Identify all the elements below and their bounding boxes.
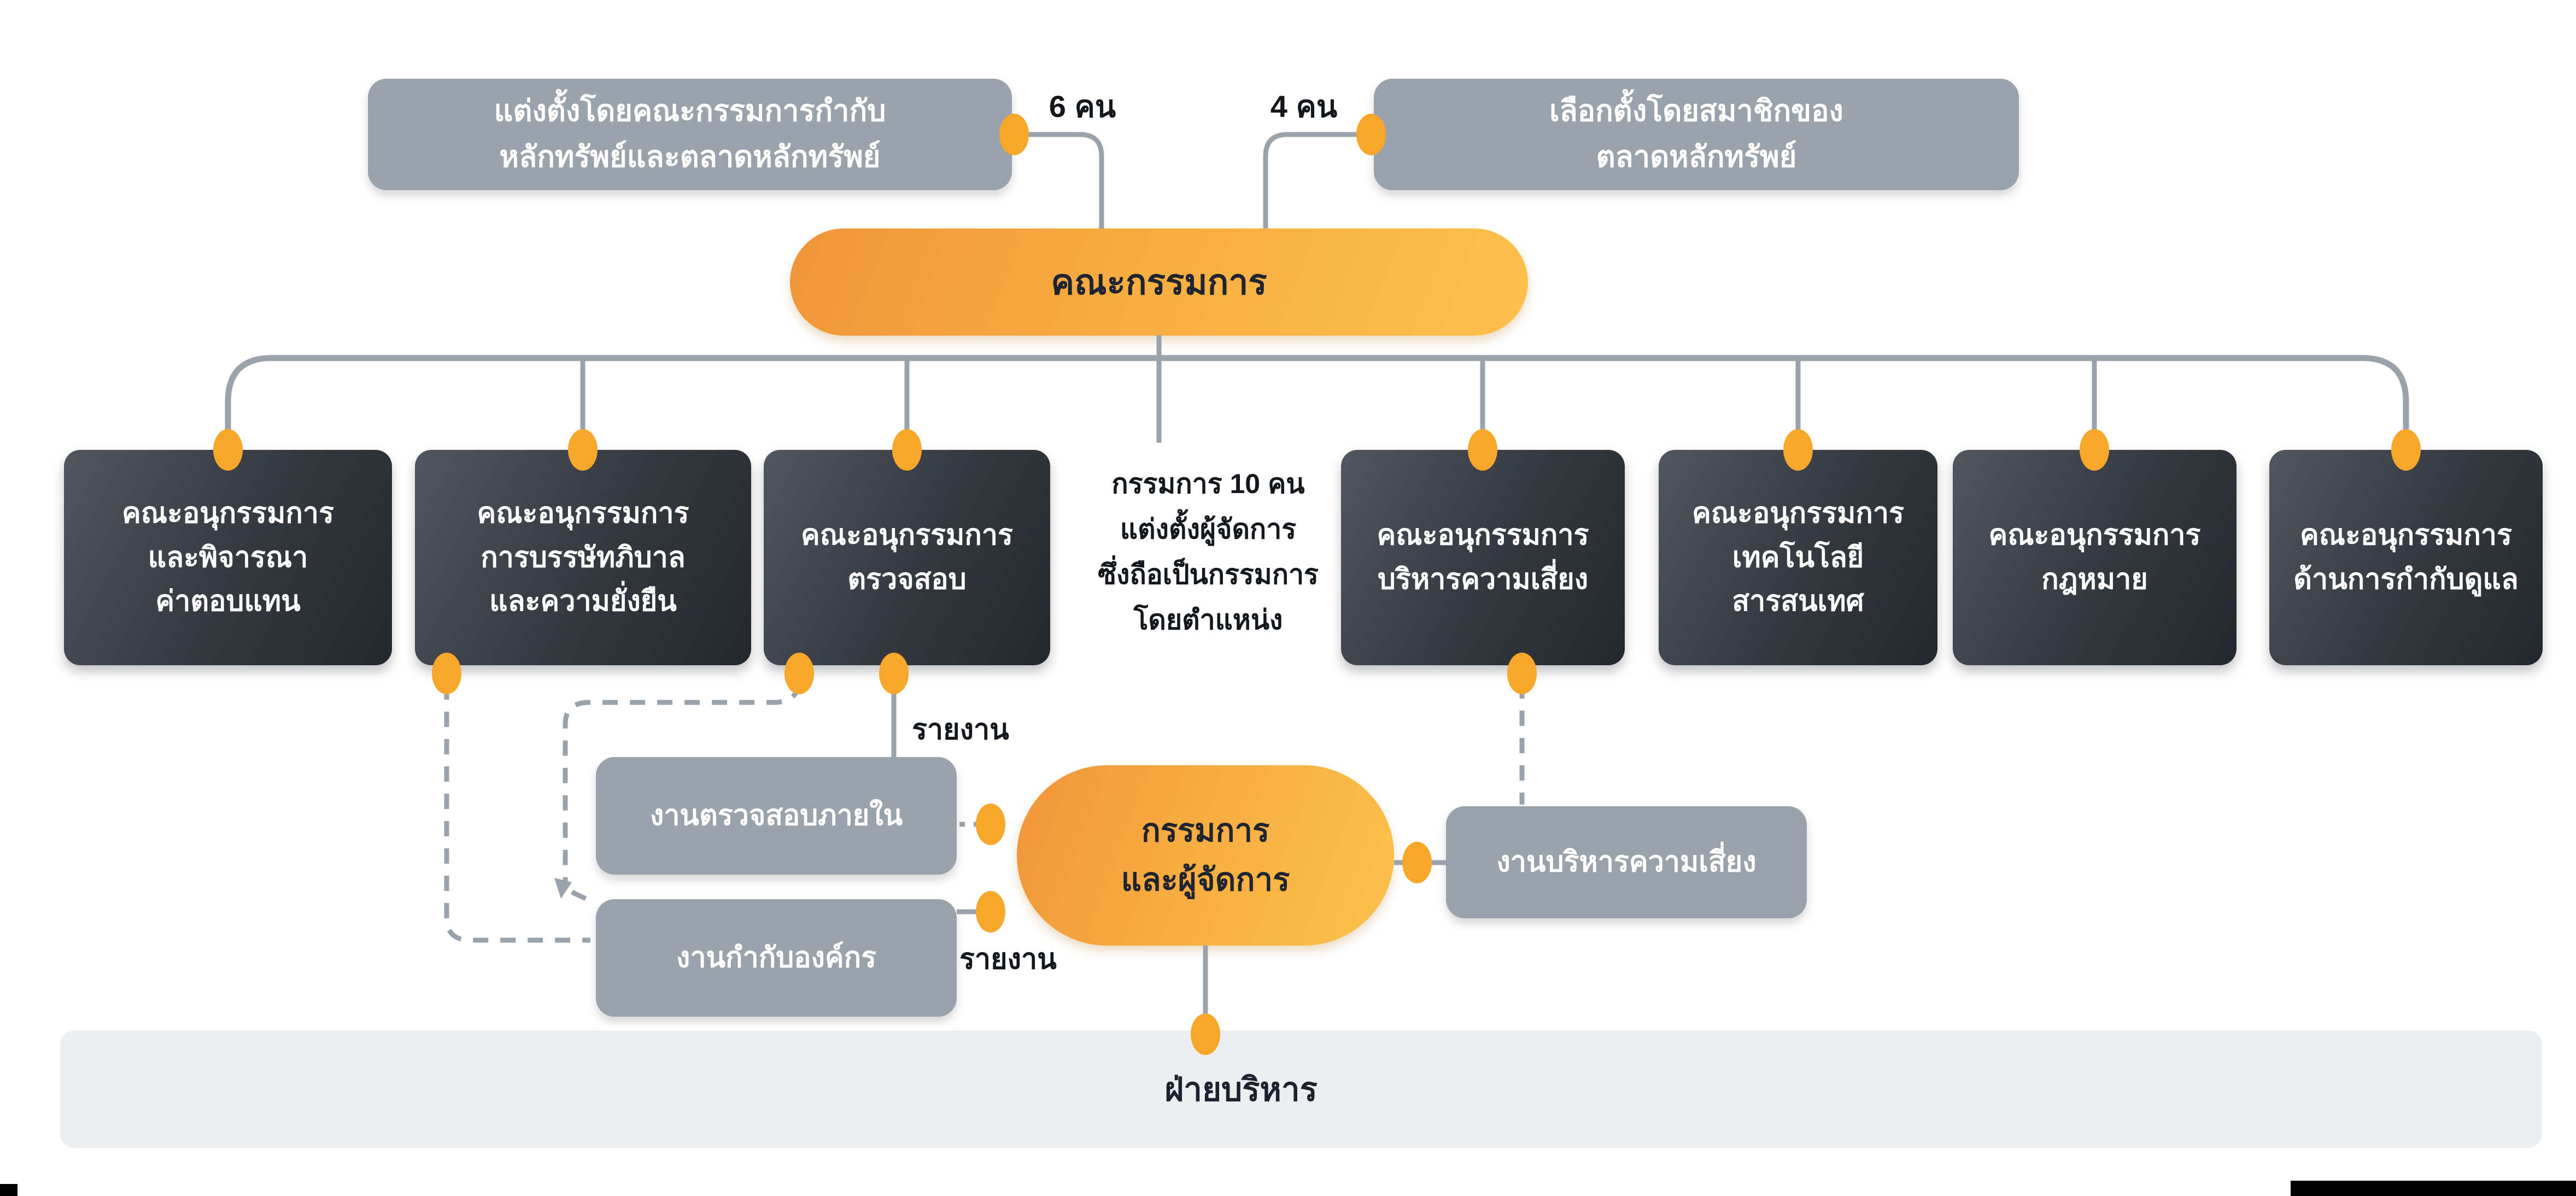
appointed-by-sec-line2: หลักทรัพย์และตลาดหลักทรัพย์ [499, 140, 881, 173]
board-note-line4: โดยตำแหน่ง [1133, 605, 1283, 635]
appointed-by-sec-box: แต่งตั้งโดยคณะกรรมการกำกับ หลักทรัพย์และ… [368, 79, 1012, 190]
dashed-governance-subcommittee-to-function [444, 684, 590, 943]
connector-trunk [225, 355, 2409, 445]
subcommittee-audit-line2: ตรวจสอบ [847, 564, 967, 595]
subcommittee-governance-line1: คณะอนุกรรมการ [477, 497, 689, 530]
director-and-manager-pill: กรรมการ และผู้จัดการ [1017, 765, 1394, 946]
subcommittee-remuneration-line1: คณะอนุกรรมการ [122, 497, 334, 530]
subcommittee-supervision-box: คณะอนุกรรมการ ด้านการกำกับดูแล [2269, 450, 2543, 665]
board-of-directors-pill: คณะกรรมการ [790, 228, 1528, 336]
risk-management-function-label: งานบริหารความเสี่ยง [1496, 846, 1757, 878]
director-and-manager-line2: และผู้จัดการ [1121, 862, 1290, 898]
board-of-directors-label: คณะกรรมการ [1051, 262, 1267, 302]
subcommittee-remuneration-line3: ค่าตอบแทน [155, 585, 301, 618]
subcommittee-legal-line1: คณะอนุกรรมการ [1988, 519, 2201, 552]
subcommittee-supervision-line1: คณะอนุกรรมการ [2300, 519, 2512, 552]
board-note-line2: แต่งตั้งผู้จัดการ [1120, 514, 1297, 544]
audit-report-label: รายงาน [912, 714, 1009, 746]
internal-audit-function-label: งานตรวจสอบภายใน [649, 800, 903, 832]
internal-audit-function-box: งานตรวจสอบภายใน [596, 757, 957, 875]
elected-by-members-line2: ตลาดหลักทรัพย์ [1596, 140, 1797, 173]
subcommittee-governance-line3: และความยั่งยืน [489, 585, 677, 618]
elected-by-members-line1: เลือกตั้งโดยสมาชิกของ [1549, 95, 1843, 128]
governance-report-label: รายงาน [959, 943, 1057, 975]
subcommittee-remuneration-line2: และพิจารณา [148, 541, 308, 573]
appointed-by-sec-line1: แต่งตั้งโดยคณะกรรมการกำกับ [494, 95, 886, 128]
executive-division-label: ฝ่ายบริหาร [1164, 1071, 1318, 1107]
subcommittee-risk-line2: บริหารความเสี่ยง [1377, 564, 1589, 595]
subcommittee-it-box: คณะอนุกรรมการ เทคโนโลยี สารสนเทศ [1659, 450, 1937, 665]
connector-left-top [1014, 132, 1104, 228]
connector-dot-management-left-upper [976, 804, 1005, 845]
subcommittee-remuneration-box: คณะอนุกรรมการ และพิจารณา ค่าตอบแทน [64, 450, 392, 665]
scan-artifact-bottom-left [0, 1184, 17, 1196]
board-note-line3: ซึ่งถือเป็นกรรมการ [1098, 559, 1319, 590]
subcommittee-audit-line1: คณะอนุกรรมการ [801, 519, 1013, 552]
board-note: กรรมการ 10 คน แต่งตั้งผู้จัดการ ซึ่งถือเ… [1066, 462, 1350, 642]
connector-dot-management-left-lower [976, 891, 1005, 933]
subcommittee-supervision-line2: ด้านการกำกับดูแล [2293, 564, 2519, 595]
risk-management-function-box: งานบริหารความเสี่ยง [1446, 806, 1807, 918]
subcommittee-risk-box: คณะอนุกรรมการ บริหารความเสี่ยง [1341, 450, 1625, 665]
corporate-governance-function-label: งานกำกับองค์กร [676, 942, 877, 974]
connector-right-top [1263, 132, 1371, 228]
count-6-label: 6 คน [1049, 89, 1116, 124]
subcommittee-legal-line2: กฎหมาย [2041, 564, 2148, 595]
dashed-arrowhead-icon [554, 878, 572, 899]
subcommittee-legal-box: คณะอนุกรรมการ กฎหมาย [1953, 450, 2237, 665]
subcommittee-risk-line1: คณะอนุกรรมการ [1377, 519, 1589, 552]
director-and-manager-line1: กรรมการ [1141, 813, 1270, 849]
corporate-governance-function-box: งานกำกับองค์กร [596, 899, 957, 1017]
subcommittee-it-line3: สารสนเทศ [1732, 585, 1864, 618]
subcommittee-audit-box: คณะอนุกรรมการ ตรวจสอบ [764, 450, 1050, 665]
subcommittee-governance-sustainability-box: คณะอนุกรรมการ การบรรษัทภิบาล และความยั่ง… [415, 450, 751, 665]
executive-division-bar: ฝ่ายบริหาร [60, 1030, 2542, 1148]
connector-dot-management-right [1402, 842, 1432, 883]
elected-by-members-box: เลือกตั้งโดยสมาชิกของ ตลาดหลักทรัพย์ [1374, 79, 2019, 190]
board-note-line1: กรรมการ 10 คน [1111, 468, 1305, 499]
count-4-label: 4 คน [1270, 89, 1338, 124]
scan-artifact-bottom-right [2291, 1181, 2576, 1196]
subcommittee-it-line2: เทคโนโลยี [1732, 541, 1864, 573]
subcommittee-it-line1: คณะอนุกรรมการ [1692, 497, 1904, 530]
subcommittee-governance-line2: การบรรษัทภิบาล [481, 541, 686, 573]
